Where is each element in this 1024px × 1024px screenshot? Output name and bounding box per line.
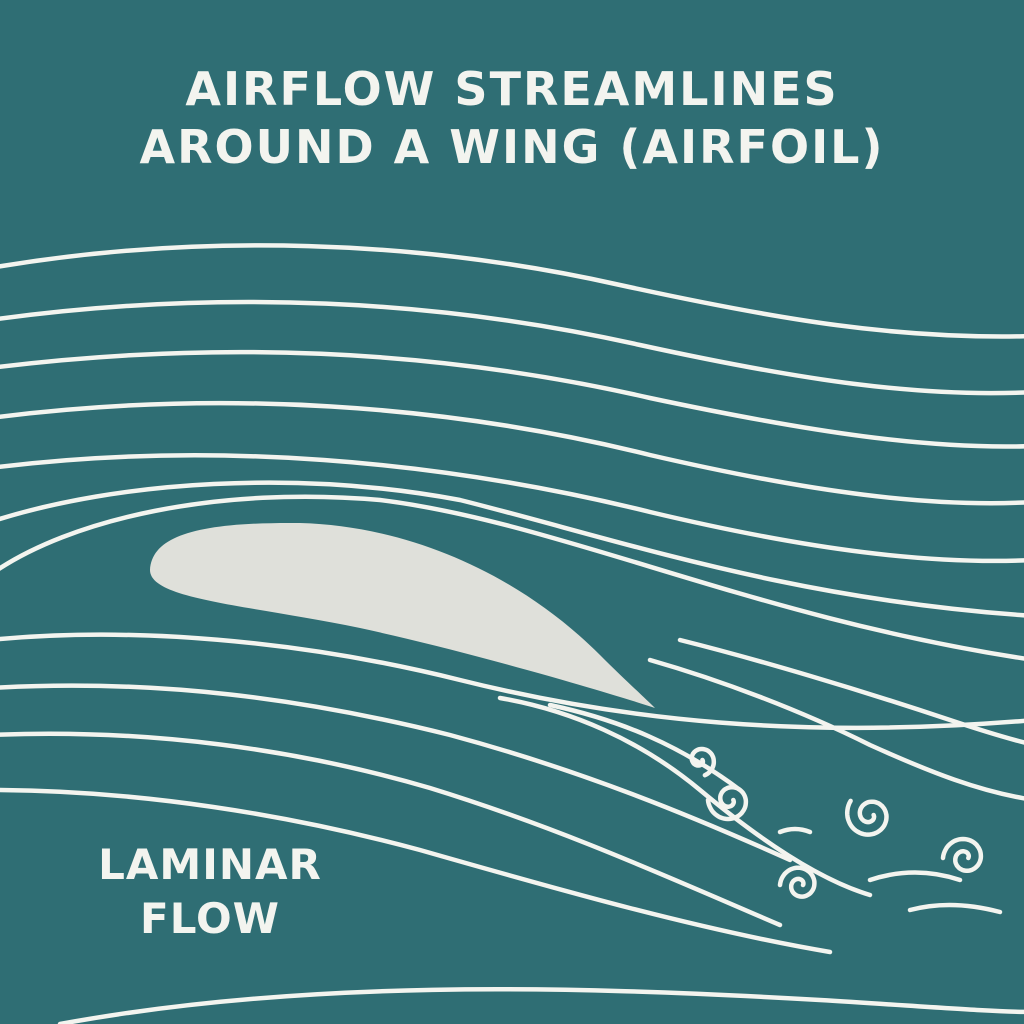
airfoil-shape — [150, 522, 655, 708]
streamline-2 — [0, 299, 1024, 396]
title-line-2: AROUND A WING (AIRFOIL) — [139, 120, 885, 174]
streamline-16 — [677, 637, 1024, 745]
streamline-13 — [497, 695, 873, 898]
streamline-4 — [0, 400, 1024, 506]
page-title: AIRFLOW STREAMLINES AROUND A WING (AIRFO… — [0, 60, 1024, 176]
streamline-5 — [0, 453, 1024, 564]
laminar-flow-label: LAMINAR FLOW — [90, 838, 330, 946]
streamline-10 — [0, 731, 783, 928]
vortex-1 — [705, 784, 749, 822]
turbulent-wake-group — [689, 746, 984, 899]
streamline-3 — [0, 349, 1024, 449]
vortex-3 — [844, 798, 889, 837]
vortex-5 — [689, 746, 717, 778]
streamline-11 — [0, 787, 833, 955]
title-line-1: AIRFLOW STREAMLINES — [185, 62, 839, 116]
streamlines-group — [0, 243, 1024, 1024]
streamline-9 — [0, 683, 793, 863]
label-line-2: FLOW — [140, 894, 280, 943]
vortex-4 — [940, 836, 984, 874]
streamline-14 — [547, 702, 743, 793]
streamline-1 — [0, 243, 1024, 339]
streamline-12 — [57, 987, 1024, 1024]
label-line-1: LAMINAR — [98, 840, 322, 889]
vortex-2 — [777, 865, 817, 899]
streamline-19 — [777, 826, 813, 835]
streamline-17 — [867, 870, 963, 883]
streamline-15 — [647, 657, 1024, 801]
streamline-6 — [0, 480, 1024, 618]
streamline-7 — [0, 494, 1024, 661]
streamline-18 — [907, 902, 1003, 915]
